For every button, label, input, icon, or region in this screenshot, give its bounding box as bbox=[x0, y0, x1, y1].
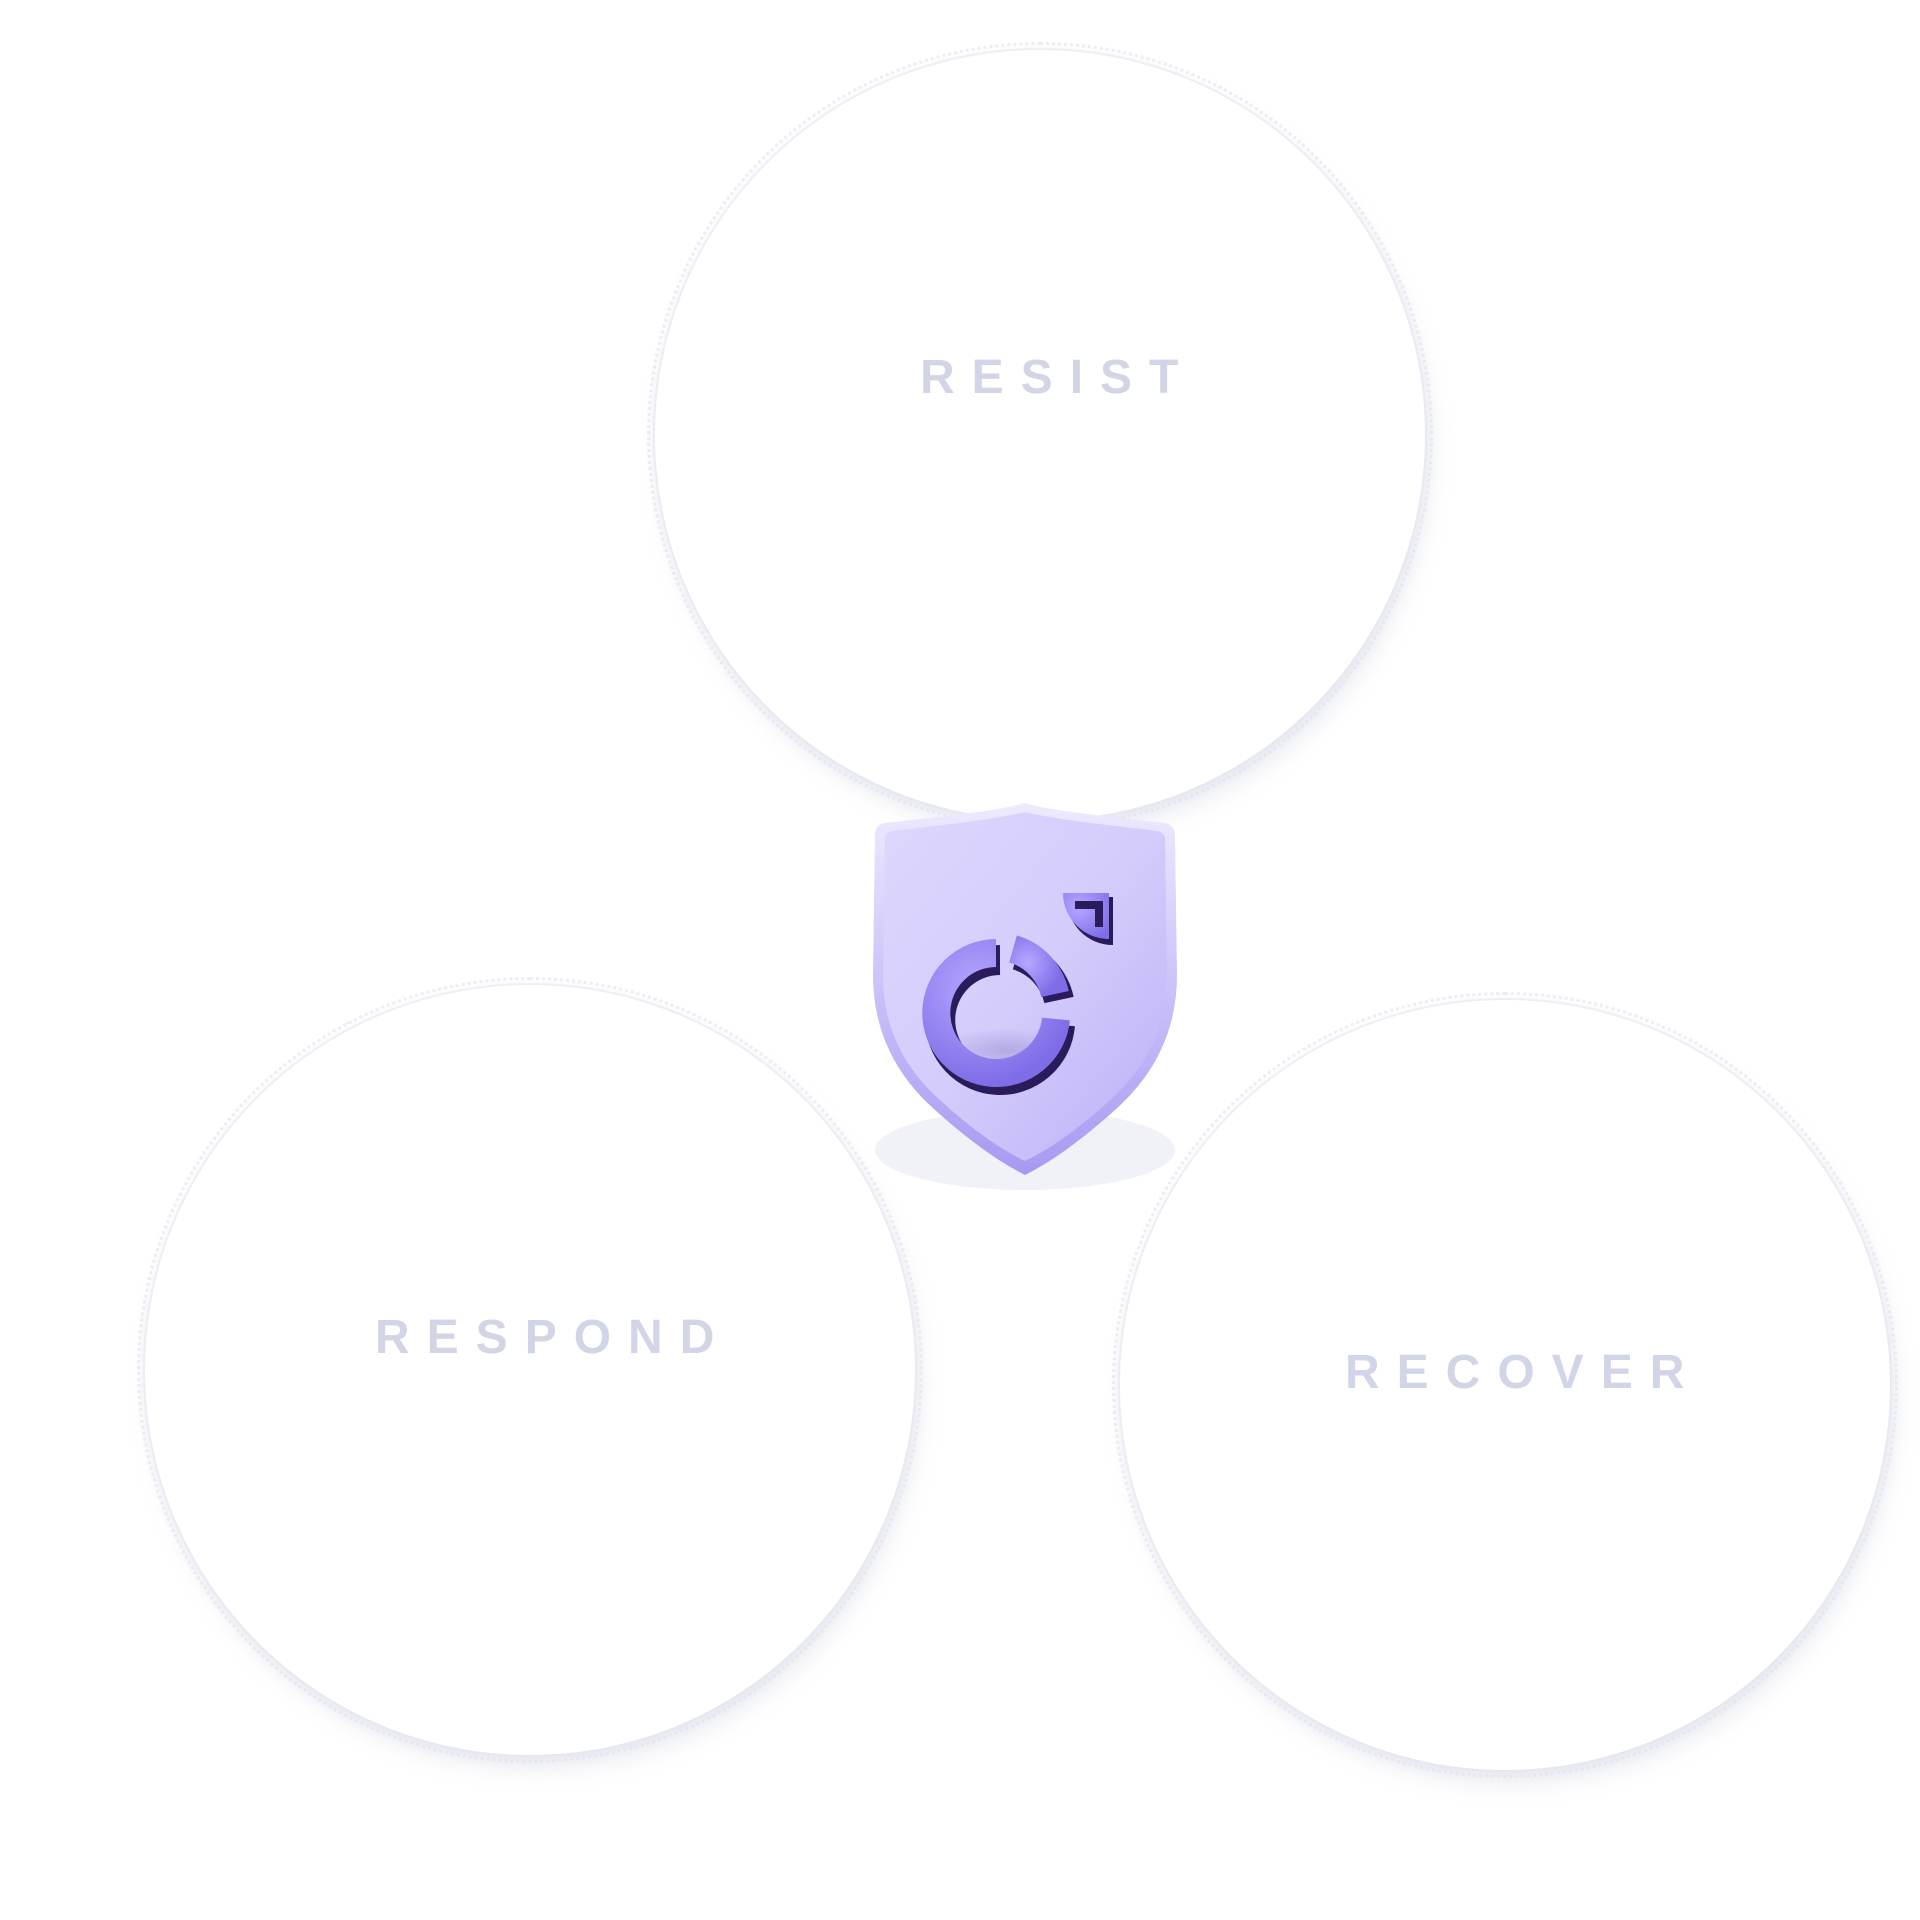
circle-ring bbox=[647, 42, 1433, 828]
shield-logo-icon bbox=[873, 803, 1177, 1190]
shield-face bbox=[883, 812, 1167, 1161]
circle-respond: RESPOND bbox=[137, 977, 923, 1763]
logo-arrow-icon bbox=[1063, 893, 1113, 945]
circle-ring bbox=[137, 977, 923, 1763]
label-resist: RESIST bbox=[920, 351, 1196, 404]
label-respond: RESPOND bbox=[375, 1311, 732, 1364]
logo-ring-icon bbox=[922, 935, 1075, 1095]
label-recover: RECOVER bbox=[1345, 1346, 1702, 1399]
circle-resist: RESIST bbox=[647, 42, 1433, 828]
circle-recover: RECOVER bbox=[1112, 992, 1898, 1778]
